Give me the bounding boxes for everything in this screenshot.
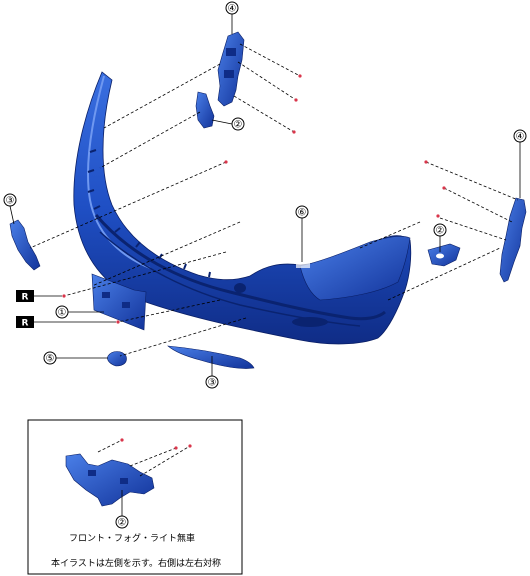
clip-dot bbox=[294, 98, 298, 102]
svg-text:③: ③ bbox=[208, 378, 217, 389]
clip-dot bbox=[116, 320, 120, 324]
license-bracket-plate bbox=[91, 273, 147, 331]
bumper-cover bbox=[73, 71, 412, 345]
svg-text:②: ② bbox=[436, 226, 445, 237]
inset-note: 本イラストは左側を示す。右側は左右対称 bbox=[51, 557, 221, 569]
clip-markers bbox=[62, 74, 446, 324]
callout-4-top: ④ bbox=[225, 1, 239, 34]
upper-bracket-left bbox=[217, 31, 245, 107]
clip-dot bbox=[292, 130, 296, 134]
clip-dot bbox=[188, 444, 192, 448]
callout-3-left: ③ bbox=[3, 193, 17, 225]
inset-callout-2: ② bbox=[115, 490, 129, 529]
clip-dot bbox=[298, 74, 302, 78]
bracket-small-right bbox=[427, 243, 461, 267]
clip-dot bbox=[120, 438, 124, 442]
svg-text:⑥: ⑥ bbox=[298, 208, 307, 219]
bracket-small-left bbox=[195, 91, 215, 129]
callout-5: ⑤ bbox=[43, 351, 108, 365]
inset-caption: フロント・フォグ・ライト無車 bbox=[69, 532, 195, 544]
cap-part bbox=[107, 351, 127, 367]
svg-text:⑤: ⑤ bbox=[46, 354, 55, 365]
r-marker-lower: R bbox=[16, 316, 116, 329]
svg-text:②: ② bbox=[118, 518, 127, 529]
svg-text:③: ③ bbox=[6, 196, 15, 207]
clip-dot bbox=[442, 186, 446, 190]
callout-1: ① bbox=[55, 305, 104, 319]
svg-text:R: R bbox=[22, 319, 29, 329]
svg-text:R: R bbox=[22, 293, 29, 303]
clip-dot bbox=[436, 214, 440, 218]
svg-text:④: ④ bbox=[516, 132, 525, 143]
side-bracket-left bbox=[9, 219, 41, 271]
callout-4-right: ④ bbox=[513, 129, 527, 198]
svg-text:①: ① bbox=[58, 308, 67, 319]
svg-text:②: ② bbox=[234, 120, 243, 131]
callout-2-right: ② bbox=[433, 223, 447, 252]
inset-bracket bbox=[65, 453, 155, 507]
svg-text:④: ④ bbox=[228, 4, 237, 15]
callout-2-upper: ② bbox=[211, 117, 245, 131]
lower-strip bbox=[167, 345, 255, 369]
clip-dot bbox=[174, 446, 178, 450]
assembly-dashed-lines bbox=[29, 43, 519, 357]
callout-6: ⑥ bbox=[295, 205, 309, 262]
clip-dot bbox=[224, 160, 228, 164]
clip-dot bbox=[62, 294, 66, 298]
upper-bracket-right bbox=[499, 197, 527, 283]
callout-3-bottom: ③ bbox=[205, 356, 219, 389]
inset-panel: ② フロント・フォグ・ライト無車 本イラストは左側を示す。右側は左右対称 bbox=[27, 419, 243, 575]
clip-dot bbox=[424, 160, 428, 164]
r-marker-upper: R bbox=[16, 290, 62, 303]
